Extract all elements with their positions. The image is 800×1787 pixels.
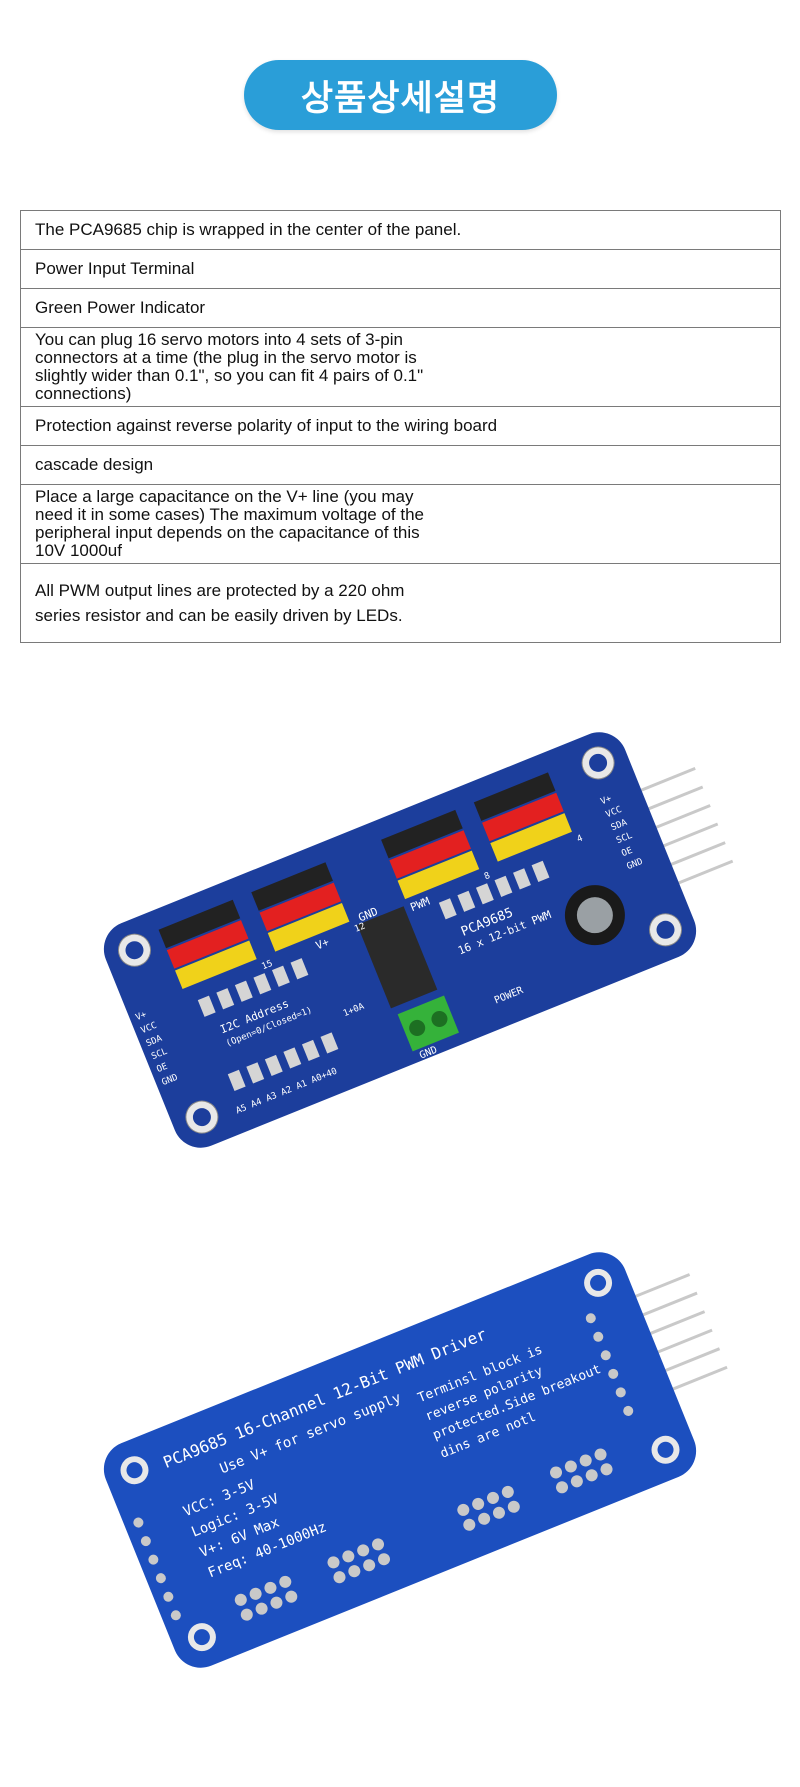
spec-cell: Place a large capacitance on the V+ line… (35, 487, 424, 560)
section-title: 상품상세설명 (300, 78, 501, 119)
resistor-array (197, 860, 550, 1091)
channel-number: 8 (483, 871, 492, 882)
top-label-vplus: V+ (314, 935, 332, 952)
back-header-pins (624, 1273, 728, 1395)
servo-header-group-1 (158, 899, 257, 990)
channel-number: 4 (576, 834, 585, 845)
pca9685-chip (357, 906, 438, 1009)
right-pin-vplus: V+ (599, 794, 613, 808)
spec-cell: All PWM output lines are protected by a … (35, 581, 405, 625)
spec-cell: Power Input Terminal (20, 249, 781, 289)
servo-header-group-2 (251, 862, 350, 952)
table-row: Protection against reverse polarity of i… (20, 406, 781, 446)
channel-number: 12 (353, 921, 367, 934)
table-row: Power Input Terminal (20, 249, 781, 289)
table-row: The PCA9685 chip is wrapped in the cente… (20, 210, 781, 250)
pcb-board-back (103, 1252, 697, 1668)
spec-cell: Green Power Indicator (20, 288, 781, 328)
solder-pads (133, 1313, 634, 1621)
table-row: All PWM output lines are protected by a … (20, 563, 781, 643)
left-pin-vplus: V+ (134, 1010, 148, 1024)
table-row: Place a large capacitance on the V+ line… (20, 484, 781, 564)
spec-cell: The PCA9685 chip is wrapped in the cente… (20, 210, 781, 250)
channel-number: 15 (260, 959, 274, 972)
servo-header-group-3 (381, 809, 480, 900)
spec-cell: cascade design (20, 445, 781, 485)
spec-table: The PCA9685 chip is wrapped in the cente… (20, 210, 781, 643)
table-row: You can plug 16 servo motors into 4 sets… (20, 327, 781, 407)
power-terminal-block (397, 995, 460, 1052)
table-row: cascade design (20, 445, 781, 485)
board-front-photo: GND V+ PWM PCA9685 16 x 12-bit PWM I2C A… (103, 732, 734, 1148)
right-header-pins (629, 767, 734, 889)
right-pin-oe: OE (620, 846, 634, 859)
left-pin-oe: OE (155, 1062, 169, 1075)
section-title-pill: 상품상세설명 (244, 60, 557, 130)
spec-cell: You can plug 16 servo motors into 4 sets… (35, 330, 424, 403)
spec-cell: Protection against reverse polarity of i… (20, 406, 781, 446)
board-back-photo: PCA9685 16-Channel 12-Bit PWM Driver Use… (103, 1252, 728, 1668)
servo-header-group-4 (473, 772, 572, 862)
table-row: Green Power Indicator (20, 288, 781, 328)
